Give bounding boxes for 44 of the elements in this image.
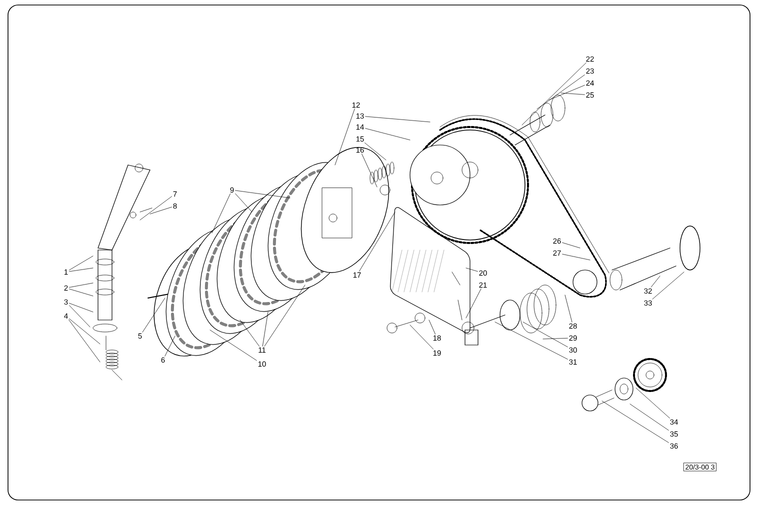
leader-line xyxy=(560,92,585,95)
leader-line xyxy=(69,256,94,270)
leader-line xyxy=(69,318,100,344)
leader-line xyxy=(164,336,176,356)
leader-line xyxy=(362,154,378,188)
leader-line xyxy=(636,388,670,418)
leader-line xyxy=(365,128,410,140)
leader-line xyxy=(69,282,94,288)
leader-line xyxy=(240,320,260,346)
leader-line xyxy=(428,320,436,334)
leader-line xyxy=(68,320,100,362)
leader-line xyxy=(562,242,580,248)
leader-line xyxy=(212,194,230,234)
leader-line xyxy=(365,116,430,122)
leader-line xyxy=(466,288,482,318)
leader-line xyxy=(150,206,172,214)
leader-line xyxy=(522,322,568,348)
leader-line xyxy=(140,196,172,220)
leader-line xyxy=(652,272,684,300)
leader-line xyxy=(548,85,585,100)
leader-line xyxy=(650,276,660,288)
leader-line xyxy=(235,193,252,212)
leader-line xyxy=(536,74,585,110)
leader-line xyxy=(522,62,586,126)
leader-line xyxy=(564,294,572,322)
leader-line xyxy=(562,254,590,260)
leader-line xyxy=(334,108,355,166)
leader-line xyxy=(69,305,90,328)
leader-line xyxy=(410,324,434,350)
leader-line xyxy=(69,303,94,312)
leader-line xyxy=(69,268,94,272)
leader-line xyxy=(262,312,268,346)
leader-line xyxy=(602,400,669,443)
leader-line xyxy=(235,190,290,198)
leader-line xyxy=(359,212,396,272)
leader-line xyxy=(542,338,568,340)
leader-line xyxy=(142,298,166,332)
leader-line xyxy=(364,142,386,160)
leader-line xyxy=(494,322,568,360)
leader-line xyxy=(630,404,669,431)
leader-line xyxy=(466,268,478,272)
leader-line xyxy=(69,288,94,296)
leader-line xyxy=(264,284,306,346)
leader-line xyxy=(210,330,257,361)
